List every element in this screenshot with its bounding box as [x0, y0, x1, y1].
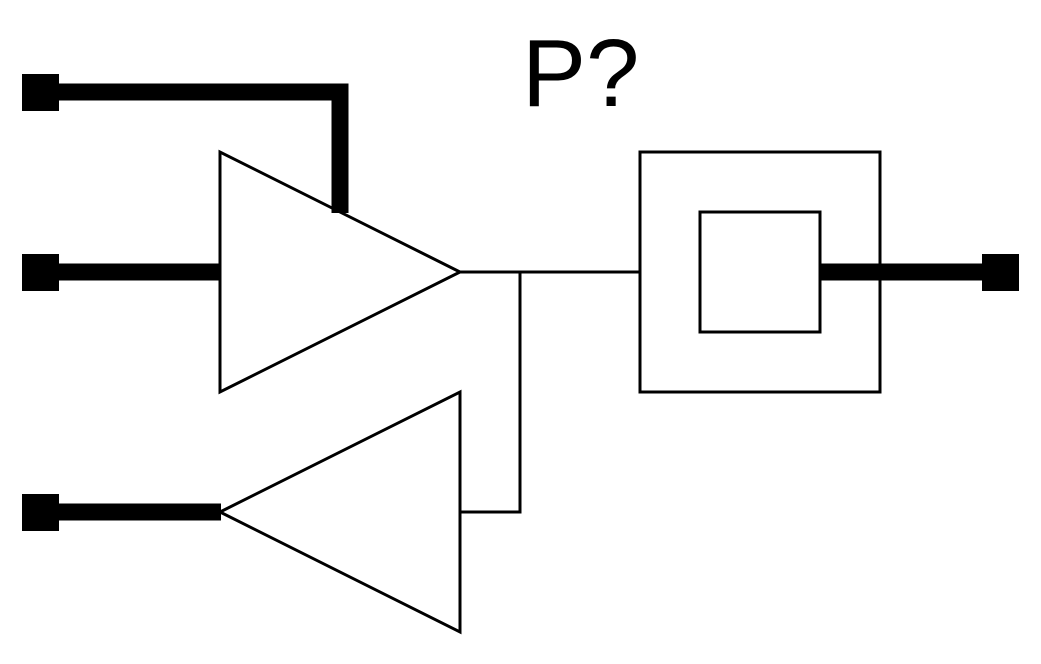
pin-top-left[interactable]	[22, 74, 349, 213]
pin-right-terminal[interactable]	[982, 254, 1019, 291]
receive-input-wire	[460, 272, 522, 514]
pin-right[interactable]	[820, 254, 1019, 291]
transmit-amplifier-triangle	[218, 149, 464, 395]
reference-designator-label: P?	[522, 20, 639, 127]
pin-bottom-left[interactable]	[22, 494, 221, 531]
pin-middle-left[interactable]	[22, 254, 221, 291]
pin-top-left-wire	[40, 83, 349, 213]
